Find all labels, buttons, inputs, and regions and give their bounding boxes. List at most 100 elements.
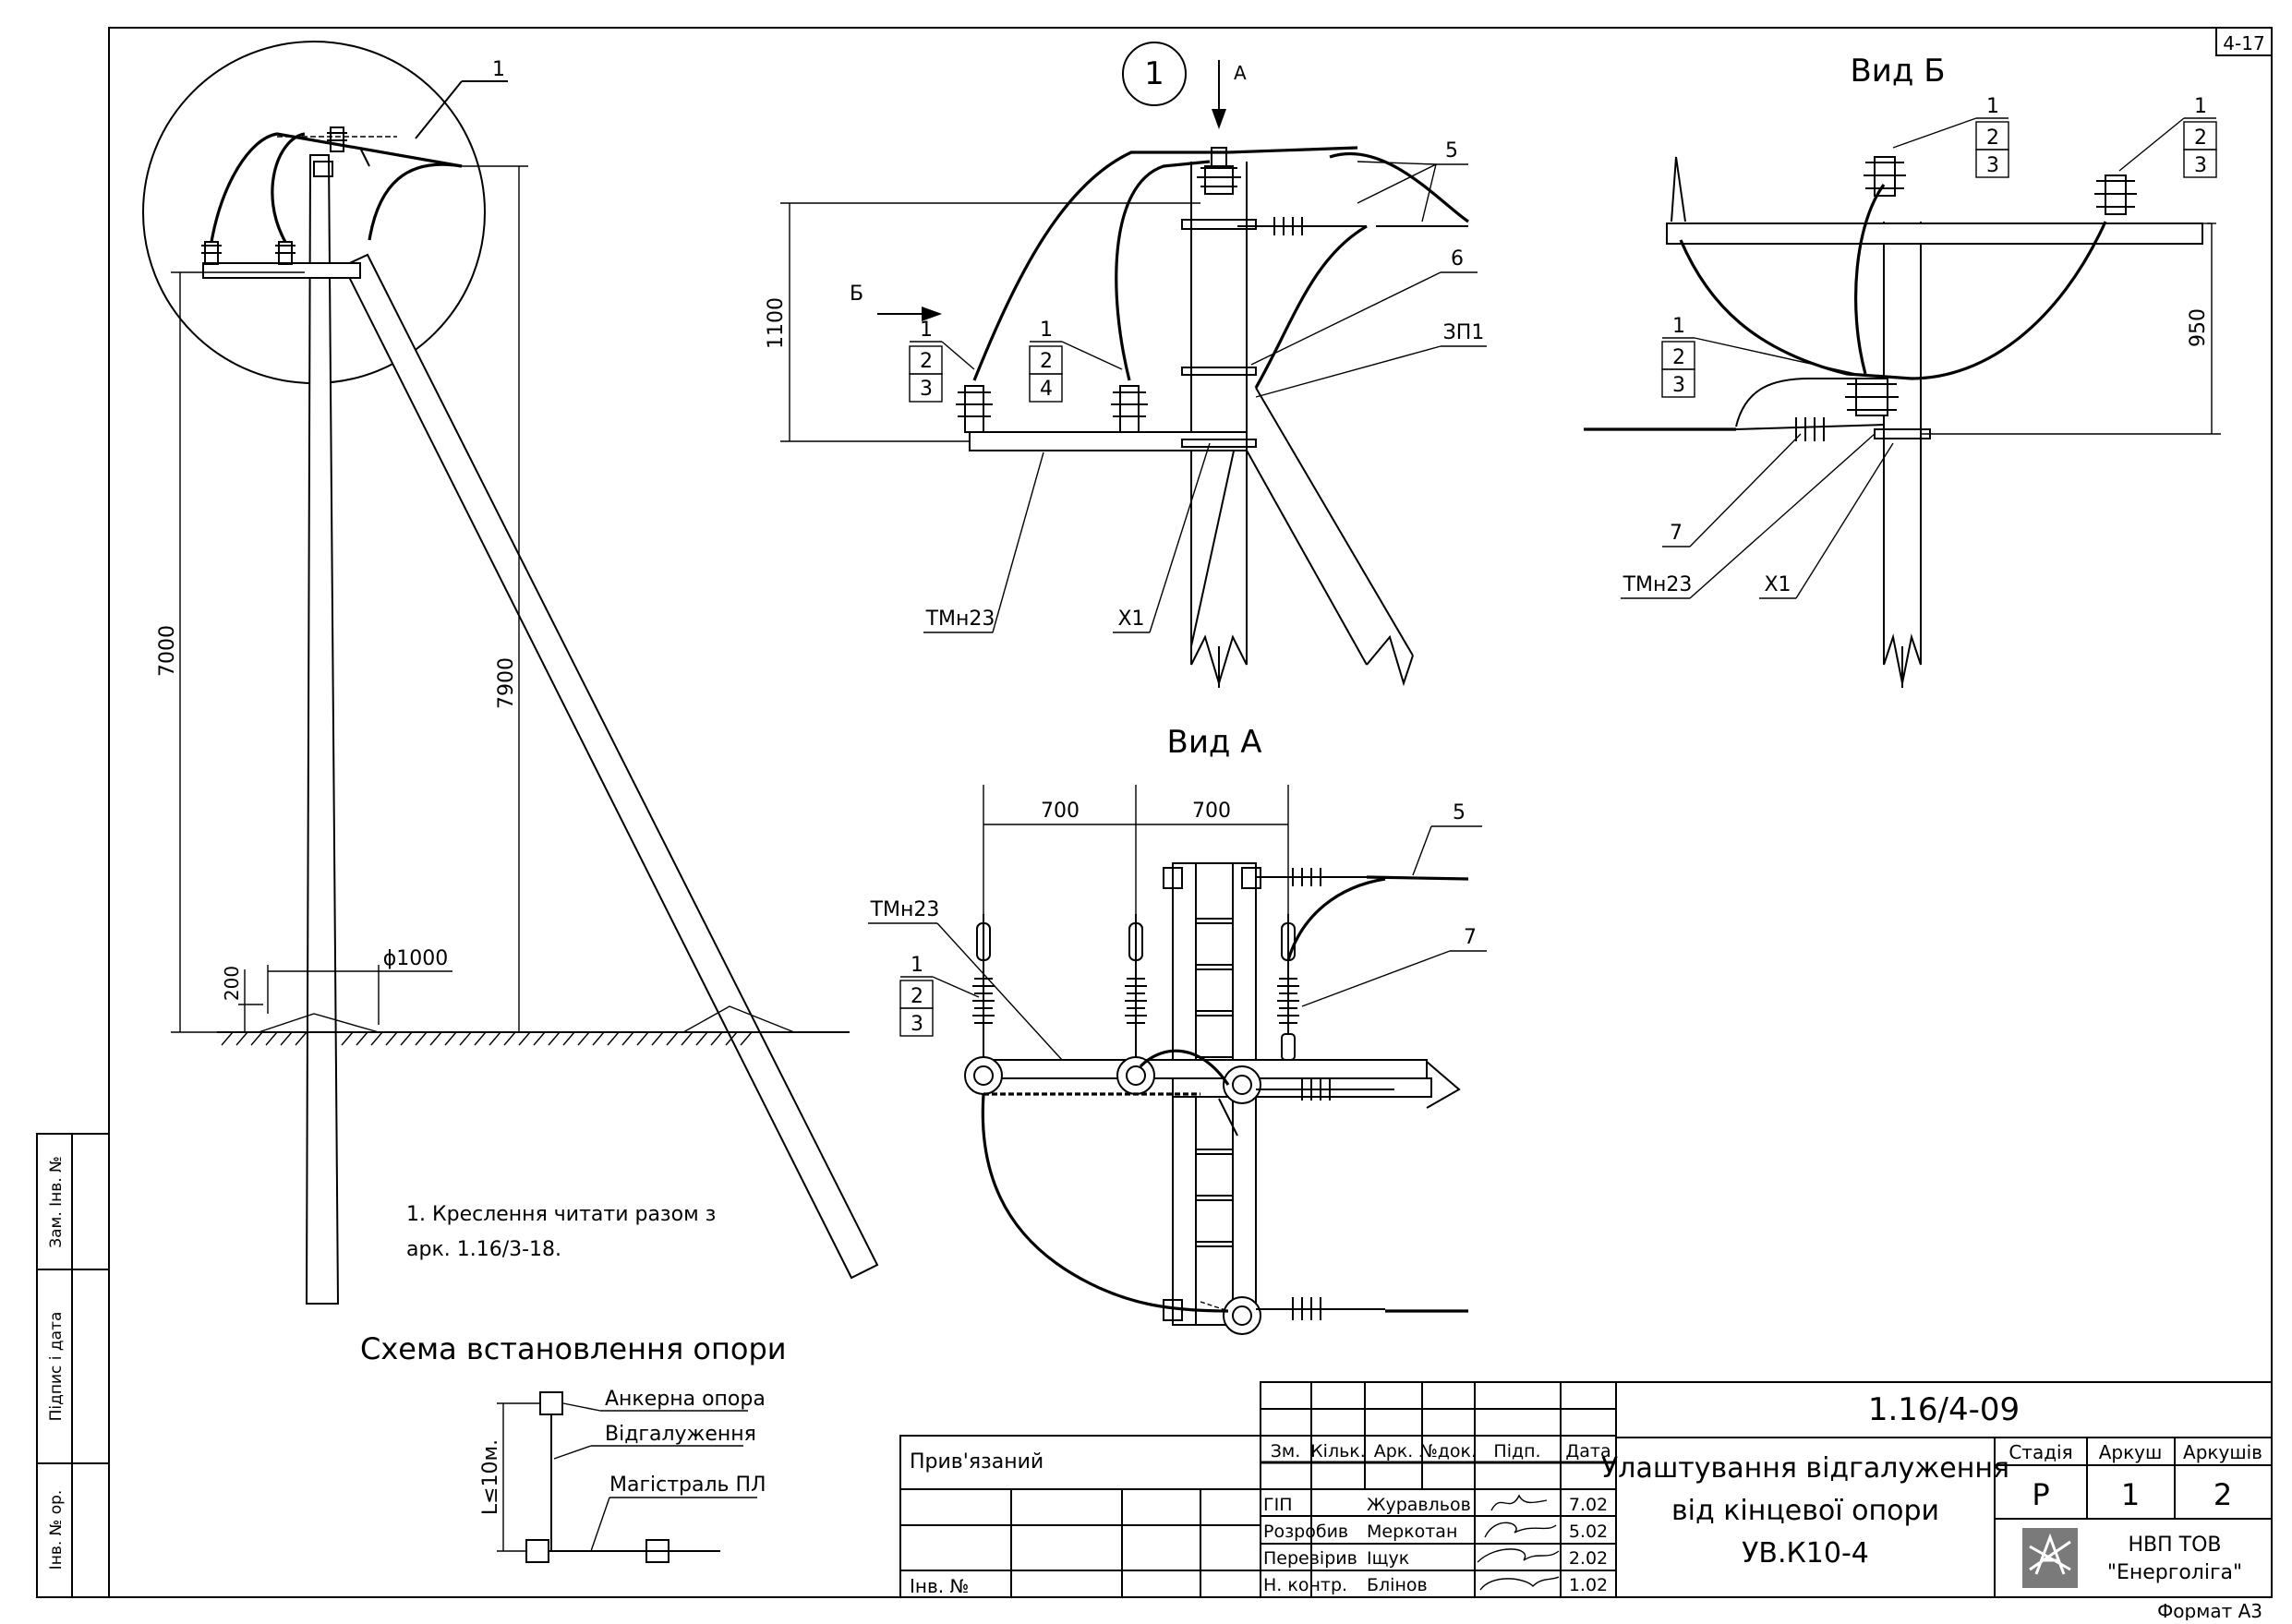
tb-name-1: Журавльов	[1367, 1495, 1471, 1515]
scheme-title: Схема встановлення опори	[360, 1331, 787, 1366]
callout-va-3: 3	[911, 1013, 923, 1036]
dim-700-right: 700	[1192, 800, 1231, 823]
view-b-title: Вид Б	[1850, 53, 1945, 90]
view-a-title: Вид А	[1167, 724, 1262, 761]
callout-vb-right-1: 1	[2194, 95, 2207, 118]
callout-vb-top-3: 3	[1986, 154, 1999, 177]
callout-vb-top-1: 1	[1986, 95, 1999, 118]
callout-d1-a-3: 3	[920, 378, 933, 401]
tb-date-4: 1.02	[1569, 1575, 1608, 1595]
callout-vb-left-2: 2	[1672, 346, 1685, 369]
tb-role-1: ГІП	[1263, 1495, 1292, 1515]
callout-vb-tmn23: ТМн23	[1622, 573, 1693, 596]
dim-1100: 1100	[765, 297, 788, 349]
tb-title-2: від кінцевої опори	[1671, 1495, 1939, 1527]
callout-1-circle: 1	[492, 58, 505, 81]
callout-vb-top-2: 2	[1986, 126, 1999, 150]
tb-company-1: НВП ТОВ	[2128, 1534, 2221, 1557]
tb-h-ark: Арк.	[1374, 1441, 1414, 1462]
callout-d1-a-2: 2	[920, 350, 933, 373]
callout-d1-zp1: ЗП1	[1443, 321, 1485, 344]
view-a: Вид А 700 700	[868, 724, 1487, 1335]
main-pole	[305, 154, 340, 1305]
arrow-b-label: Б	[850, 283, 863, 306]
callout-vb-right-3: 3	[2194, 154, 2207, 177]
tb-h-pidp: Підп.	[1493, 1441, 1540, 1462]
callout-va-1: 1	[911, 954, 923, 977]
tb-sheets-label: Аркушів	[2183, 1441, 2262, 1463]
view-b: Вид Б 950	[1584, 53, 2221, 688]
tb-title-1: Улаштування відгалуження	[1601, 1452, 2009, 1485]
strut-pole	[342, 253, 879, 1280]
tb-role-2: Розробив	[1263, 1522, 1348, 1542]
tb-stage-label: Стадія	[2009, 1441, 2072, 1463]
format-label: Формат А3	[2157, 1600, 2262, 1620]
side-label-1: Зам. Інв. №	[47, 1156, 66, 1248]
callout-d1-b-1: 1	[1040, 319, 1053, 342]
scheme-branch-label: Відгалуження	[605, 1423, 756, 1446]
note-line-2: арк. 1.16/3-18.	[406, 1238, 561, 1261]
tb-date-2: 5.02	[1569, 1522, 1608, 1542]
note-line-1: 1. Креслення читати разом з	[406, 1203, 716, 1226]
dim-phi1000: ϕ1000	[383, 947, 449, 970]
tb-company-2: "Енерголіга"	[2107, 1561, 2242, 1584]
tb-sheets: 2	[2214, 1477, 2232, 1512]
tb-role-3: Перевірив	[1263, 1548, 1357, 1569]
sheet-ref-box	[2215, 27, 2273, 56]
view-a-crossarm	[983, 1059, 1428, 1079]
callout-d1-6: 6	[1451, 247, 1464, 271]
callout-va-2: 2	[911, 985, 923, 1008]
sheet-ref: 4-17	[2223, 32, 2264, 54]
callout-vb-left-1: 1	[1672, 315, 1685, 338]
view-b-crossarm	[1666, 223, 2203, 245]
dim-7900: 7900	[495, 657, 518, 709]
side-label-3: Інв. № ор.	[47, 1490, 66, 1570]
callout-vb-left-3: 3	[1672, 374, 1685, 397]
callout-d1-x1: Х1	[1117, 607, 1144, 631]
callout-vb-right-2: 2	[2194, 126, 2207, 150]
callout-d1-b-2: 2	[1040, 350, 1053, 373]
tb-bound-label: Прив'язаний	[910, 1450, 1043, 1474]
tb-sheet: 1	[2121, 1477, 2140, 1512]
tb-inv-label: Інв. №	[910, 1575, 969, 1597]
scheme-branch-symbol	[525, 1539, 549, 1563]
callout-d1-b-4: 4	[1040, 378, 1053, 401]
tb-stage: Р	[2032, 1477, 2049, 1512]
scheme-anchor-label: Анкерна опора	[605, 1388, 766, 1411]
company-logo	[2022, 1528, 2078, 1588]
crossarm	[202, 262, 361, 279]
title-block: Прив'язаний Інв. № Зм. Кільк. Арк. №док.…	[899, 1381, 2273, 1598]
arrow-a-label: А	[1234, 62, 1247, 84]
tb-sheet-label: Аркуш	[2099, 1441, 2163, 1463]
pole-installation-view: 1 7000 7	[142, 41, 879, 1305]
signatures	[1477, 1494, 1560, 1591]
dim-950: 950	[2187, 308, 2210, 347]
callout-va-tmn23: ТМн23	[870, 898, 940, 921]
tb-name-3: Іщук	[1367, 1548, 1409, 1569]
side-strip: Зам. Інв. № Підпис і дата Інв. № ор.	[36, 1133, 110, 1598]
dim-7000: 7000	[156, 625, 179, 677]
callout-va-5: 5	[1453, 801, 1466, 824]
callout-d1-5: 5	[1445, 139, 1458, 162]
detail-1-number: 1	[1144, 55, 1164, 92]
scheme-distance: L≤10м.	[479, 1439, 502, 1515]
dim-700-left: 700	[1041, 800, 1080, 823]
scheme-main-label: Магістраль ПЛ	[609, 1474, 766, 1497]
tb-name-2: Меркотан	[1367, 1522, 1457, 1542]
callout-d1-tmn23: ТМн23	[925, 607, 995, 631]
tb-h-zm: Зм.	[1271, 1441, 1301, 1462]
callout-d1-a-1: 1	[920, 319, 933, 342]
tb-role-4: Н. контр.	[1263, 1575, 1347, 1595]
detail-1-view: 1 А Б	[765, 42, 1487, 688]
detail-1-marker	[1122, 42, 1187, 106]
tb-name-4: Блінов	[1367, 1575, 1428, 1595]
scheme-anchor-symbol	[539, 1391, 563, 1415]
tb-date-1: 7.02	[1569, 1495, 1608, 1515]
dim-200: 200	[221, 966, 243, 1001]
installation-scheme: Схема встановлення опори L≤10м. Анкерна …	[360, 1331, 787, 1563]
tb-title-3: УВ.К10-4	[1742, 1537, 1869, 1570]
callout-va-7: 7	[1464, 926, 1477, 949]
tb-h-ndok: №док.	[1419, 1441, 1477, 1462]
